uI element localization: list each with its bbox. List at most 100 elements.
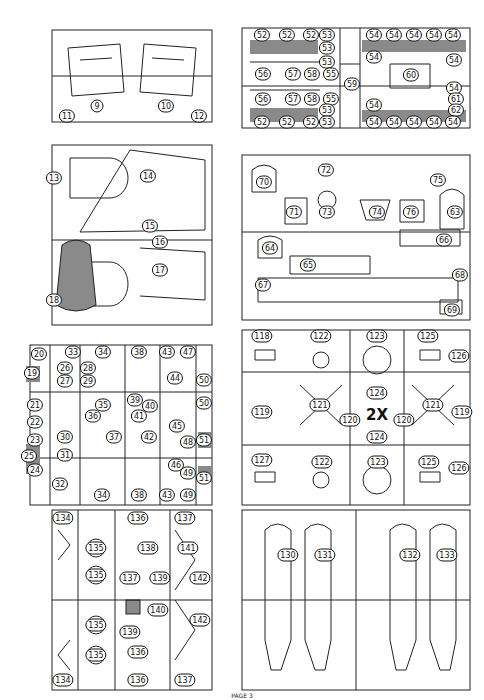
callout-number: 38	[131, 489, 147, 502]
callout-number: 135	[85, 569, 106, 582]
callout-number: 59	[344, 78, 360, 91]
callout-number: 66	[436, 234, 452, 247]
callout-number: 139	[149, 572, 170, 585]
callout-number: 26	[57, 362, 73, 375]
callout-number: 13	[46, 172, 62, 185]
callout-number: 15	[142, 220, 158, 233]
callout-number: 55	[323, 68, 339, 81]
callout-number: 27	[57, 375, 73, 388]
callout-number: 126	[448, 462, 469, 475]
callout-number: 43	[159, 489, 175, 502]
callout-number: 56	[255, 68, 271, 81]
callout-number: 28	[80, 362, 96, 375]
callout-number: 34	[94, 489, 110, 502]
callout-number: 121	[309, 399, 330, 412]
sprue-frame	[242, 155, 470, 320]
callout-number: 54	[426, 29, 442, 42]
callout-number: 124	[366, 431, 387, 444]
callout-number: 137	[174, 674, 195, 687]
callout-number: 122	[310, 330, 331, 343]
callout-number: 58	[304, 68, 320, 81]
callout-number: 11	[59, 110, 75, 123]
callout-number: 58	[304, 93, 320, 106]
callout-number: 31	[57, 449, 73, 462]
callout-number: 10	[158, 100, 174, 113]
callout-number: 123	[367, 456, 388, 469]
callout-number: 53	[319, 116, 335, 129]
callout-number: 68	[452, 269, 468, 282]
callout-number: 54	[386, 116, 402, 129]
callout-number: 18	[46, 294, 62, 307]
callout-number: 137	[174, 512, 195, 525]
callout-number: 72	[318, 164, 334, 177]
callout-number: 54	[366, 51, 382, 64]
callout-number: 137	[119, 572, 140, 585]
runner	[52, 240, 212, 241]
callout-number: 29	[80, 375, 96, 388]
sprue-frame	[30, 345, 212, 505]
callout-number: 22	[27, 416, 43, 429]
grey-parts	[250, 40, 466, 122]
callout-number: 39	[127, 394, 143, 407]
callout-number: 60	[403, 69, 419, 82]
callout-number: 120	[393, 414, 414, 427]
callout-number: 34	[95, 346, 111, 359]
callout-number: 130	[277, 549, 298, 562]
callout-number: 33	[65, 346, 81, 359]
callout-number: 120	[339, 414, 360, 427]
callout-number: 54	[445, 29, 461, 42]
callout-number: 139	[119, 626, 140, 639]
callout-number: 36	[85, 410, 101, 423]
callout-number: 69	[444, 304, 460, 317]
callout-number: 54	[406, 116, 422, 129]
callout-number: 45	[169, 420, 185, 433]
callout-number: 64	[262, 242, 278, 255]
callout-number: 126	[448, 350, 469, 363]
callout-number: 16	[152, 236, 168, 249]
callout-number: 32	[52, 478, 68, 491]
runner	[242, 232, 470, 233]
callout-number: 134	[52, 512, 73, 525]
callout-number: 20	[31, 348, 47, 361]
callout-number: 54	[445, 116, 461, 129]
callout-number: 119	[251, 406, 272, 419]
callout-number: 131	[314, 549, 335, 562]
callout-number: 135	[85, 542, 106, 555]
page-caption: PAGE 3	[231, 692, 252, 699]
callout-number: 12	[191, 110, 207, 123]
callout-number: 141	[177, 542, 198, 555]
callout-number: 54	[406, 29, 422, 42]
callout-number: 54	[386, 29, 402, 42]
grey-parts	[26, 366, 212, 482]
callout-number: 76	[403, 206, 419, 219]
callout-number: 125	[417, 330, 438, 343]
callout-number: 9	[91, 100, 104, 113]
runner	[30, 345, 212, 505]
callout-number: 38	[131, 346, 147, 359]
sprue-frame	[242, 330, 470, 505]
callout-number: 124	[366, 387, 387, 400]
callout-number: 50	[196, 397, 212, 410]
callout-number: 19	[24, 367, 40, 380]
sprue-frame	[52, 510, 212, 690]
callout-number: 2X	[364, 407, 390, 423]
runner	[242, 510, 470, 690]
callout-number: 122	[311, 456, 332, 469]
callout-number: 127	[251, 454, 272, 467]
nacelle-part	[265, 524, 456, 670]
runner	[52, 510, 212, 690]
panel-part	[68, 44, 196, 96]
callout-number: 52	[303, 116, 319, 129]
callout-number: 121	[422, 399, 443, 412]
callout-number: 47	[180, 346, 196, 359]
callout-number: 54	[446, 54, 462, 67]
callout-number: 134	[52, 674, 73, 687]
callout-number: 135	[85, 649, 106, 662]
sprue-frame	[52, 30, 212, 122]
callout-number: 50	[196, 374, 212, 387]
runner	[242, 28, 470, 128]
callout-number: 142	[189, 572, 210, 585]
callout-number: 14	[140, 170, 156, 183]
callout-number: 125	[418, 456, 439, 469]
